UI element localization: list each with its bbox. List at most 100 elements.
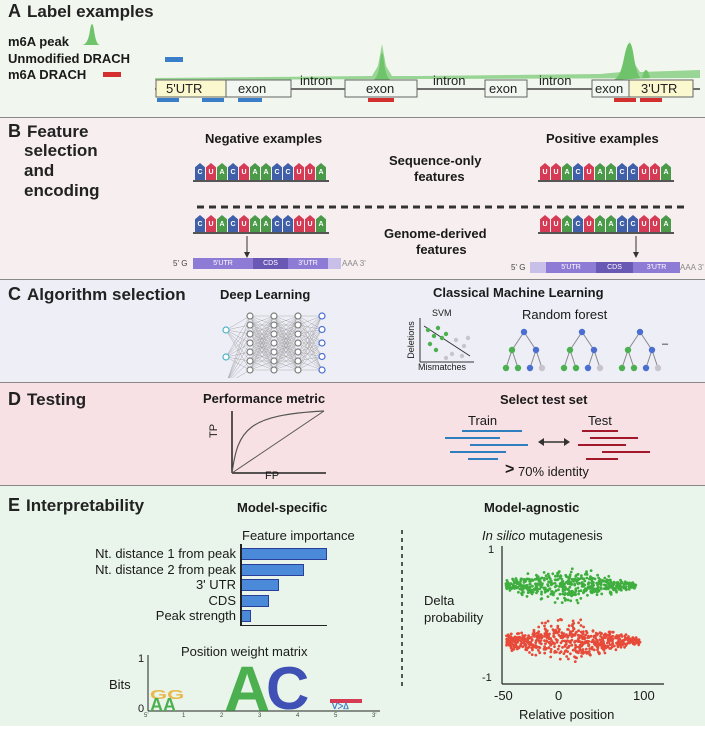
mutagenesis-point-positive: [579, 577, 582, 580]
mutagenesis-point-positive: [525, 586, 528, 590]
mutagenesis-point-negative: [561, 646, 564, 649]
nucleotide-C: C: [628, 215, 638, 232]
mutagenesis-point-positive: [535, 573, 538, 577]
identity-label: 70% identity: [518, 464, 589, 479]
panel-b-title-line4: encoding: [24, 181, 100, 200]
mutagenesis-point-positive: [547, 575, 551, 578]
nucleotide-U: U: [540, 215, 550, 232]
legend-peak-glyph: [82, 24, 100, 45]
mutagenesis-point-negative: [545, 647, 548, 650]
mutagenesis-point-negative: [567, 624, 571, 628]
nn-node: [294, 348, 302, 356]
mutagenesis-point-positive: [546, 595, 550, 598]
mutagenesis-point-positive: [553, 585, 557, 589]
mutagenesis-point-positive: [602, 579, 606, 583]
exon3-label: exon: [489, 81, 517, 96]
classical-ml-label: Classical Machine Learning: [433, 285, 604, 300]
feature-bar: [240, 594, 269, 607]
mutagenesis-point-negative: [558, 628, 561, 631]
mutagenesis-point-positive: [616, 581, 620, 584]
mutagenesis-point-negative: [554, 638, 558, 641]
mutagenesis-point-negative: [585, 631, 589, 635]
mutagenesis-point-positive: [611, 588, 615, 591]
mutagenesis-point-negative: [532, 628, 536, 632]
mutagenesis-point-negative: [606, 644, 610, 648]
nucleotide-C: C: [283, 163, 293, 180]
mutagenesis-point-positive: [544, 574, 548, 578]
mutagenesis-point-positive: [556, 578, 560, 581]
mutagenesis-point-negative: [568, 633, 572, 637]
mutagenesis-point-negative: [596, 646, 600, 650]
mutagenesis-point-negative: [570, 643, 574, 647]
nucleotide-U: U: [239, 215, 249, 232]
mutagenesis-point-negative: [598, 638, 602, 642]
mutagenesis-point-negative: [543, 632, 547, 636]
pwm-logo: GG AA A C ᐯᐳᐃ: [147, 653, 380, 721]
signal-track: [155, 40, 700, 80]
mutagenesis-point-positive: [553, 578, 557, 582]
mutagenesis-point-negative: [550, 639, 553, 643]
mutagenesis-point-negative: [542, 635, 546, 638]
mutagenesis-point-positive: [543, 588, 546, 591]
mutagenesis-point-negative: [556, 647, 560, 651]
mutagenesis-point-negative: [606, 636, 610, 640]
gene-left-utr5: 5'UTR: [193, 258, 253, 269]
mutagenesis-point-negative: [547, 637, 551, 641]
rf-ellipsis: –: [662, 338, 669, 350]
negative-sequence-genome-base: [193, 232, 329, 234]
mutagenesis-point-negative: [535, 635, 539, 639]
mutagenesis-point-negative: [553, 645, 556, 648]
mutagenesis-point-positive: [561, 580, 565, 583]
rf-node: [520, 328, 528, 336]
mutagenesis-point-positive: [588, 587, 592, 590]
mutagenesis-point-negative: [600, 644, 604, 647]
mutagenesis-point-negative: [599, 634, 602, 638]
mutagenesis-point-positive: [563, 596, 566, 600]
identity-symbol: >: [505, 461, 515, 478]
rf-node: [578, 328, 586, 336]
mutagenesis-point-negative: [528, 641, 531, 644]
panel-e-divider: [401, 530, 403, 688]
gene-right-utr3: 3'UTR: [633, 262, 680, 273]
mutagenesis-point-positive: [622, 582, 626, 586]
mutagenesis-point-negative: [513, 645, 517, 648]
mutagenesis-point-positive: [513, 581, 516, 584]
mutagenesis-point-positive: [599, 586, 603, 589]
mutagenesis-point-positive: [557, 570, 561, 573]
mutagenesis-point-negative: [595, 638, 599, 642]
nucleotide-C: C: [628, 163, 638, 180]
mutagenesis-point-negative: [520, 631, 523, 635]
nn-node: [270, 312, 278, 320]
mutagenesis-point-positive: [540, 590, 543, 594]
mutagenesis-point-positive: [526, 572, 530, 575]
mutagenesis-point-negative: [549, 624, 553, 628]
mod-drach-2: [614, 98, 636, 102]
mutagenesis-point-positive: [539, 583, 542, 587]
genome-label-2: features: [416, 242, 467, 257]
nucleotide-U: U: [294, 163, 304, 180]
mutagenesis-point-negative: [511, 642, 514, 646]
nn-node: [294, 366, 302, 374]
mutagenesis-point-positive: [569, 593, 573, 597]
mutagenesis-point-positive: [595, 593, 599, 596]
mutagenesis-point-negative: [633, 638, 637, 642]
mutagenesis-point-negative: [598, 642, 601, 646]
pwm-position-label: 5': [144, 713, 149, 719]
nn-node: [318, 339, 326, 347]
nucleotide-C: C: [195, 215, 205, 232]
mutagenesis-point-negative: [578, 646, 581, 650]
mutagenesis-point-negative: [549, 648, 553, 651]
mutagenesis-point-negative: [611, 634, 615, 638]
mutagenesis-point-negative: [597, 650, 600, 654]
mutagenesis-point-negative: [547, 646, 551, 650]
mutagenesis-point-negative: [573, 646, 577, 650]
mutagenesis-point-negative: [525, 640, 529, 644]
mutagenesis-point-positive: [515, 586, 519, 589]
mutagenesis-point-negative: [615, 641, 618, 645]
mutagenesis-point-negative: [538, 641, 542, 645]
nn-node: [318, 312, 326, 320]
rf-node: [630, 364, 638, 372]
